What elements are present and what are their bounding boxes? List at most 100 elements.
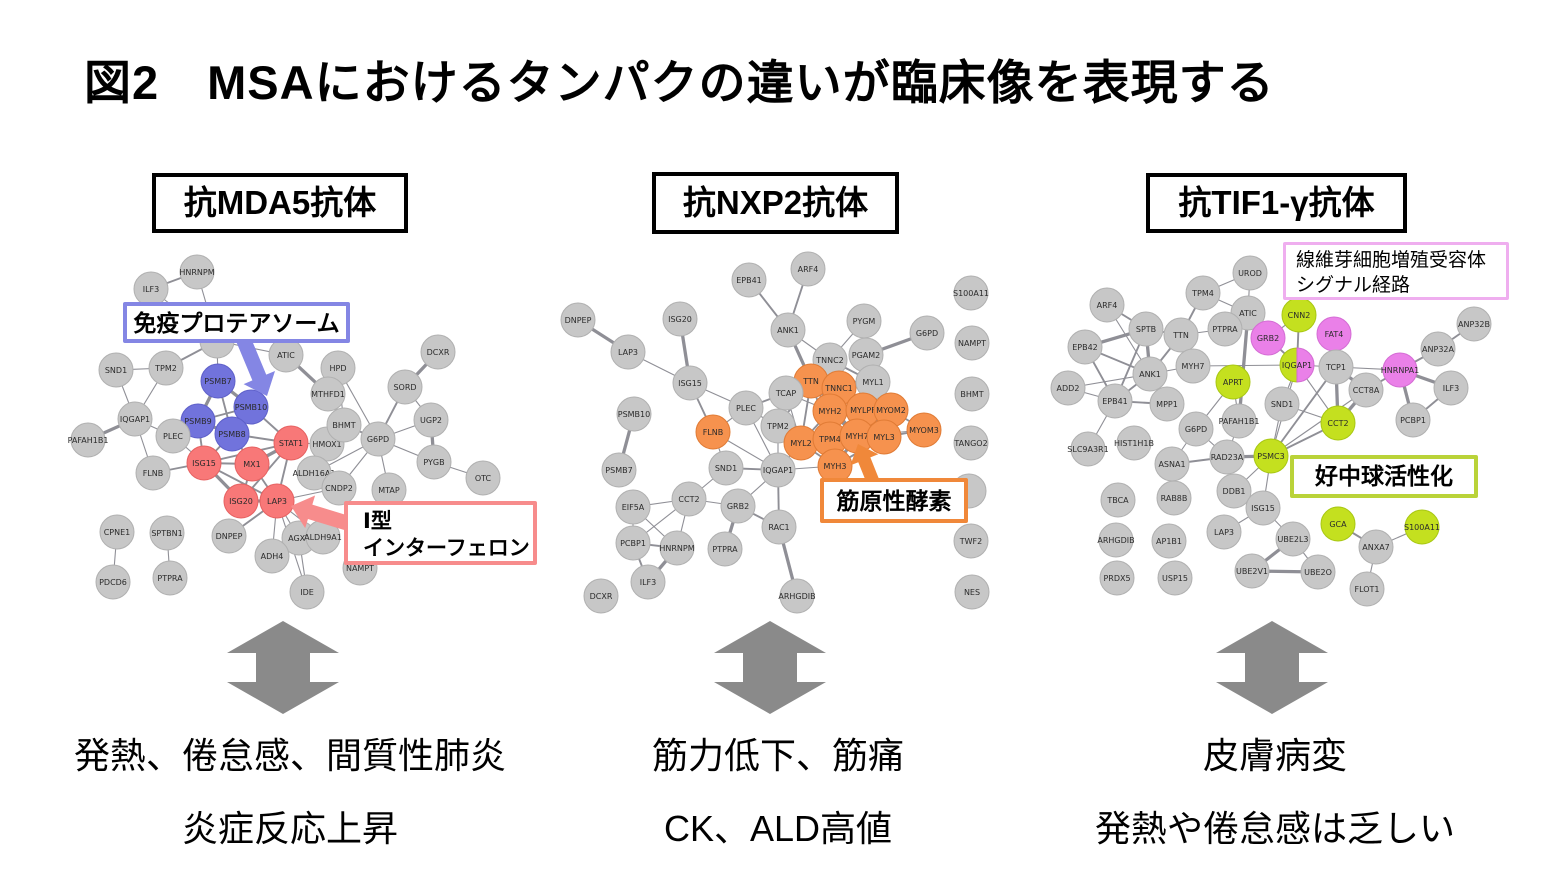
- network-node: [234, 446, 270, 482]
- node-label: TPM4: [818, 435, 841, 444]
- annotation-text: 筋原性酵素: [836, 488, 952, 514]
- network-node: [200, 363, 236, 399]
- node-label: PSMC3: [1257, 452, 1284, 461]
- node-label: MYL2: [790, 439, 811, 448]
- network-node: [1296, 347, 1315, 383]
- network-node: [906, 412, 942, 448]
- node-label: TPM2: [154, 364, 177, 373]
- network-node: [659, 530, 695, 566]
- node-label: HNRNPM: [659, 544, 694, 553]
- node-label: EPB42: [1072, 343, 1098, 352]
- node-label: MYOM2: [876, 406, 906, 415]
- network-node: [1156, 480, 1192, 516]
- node-label: TBCA: [1106, 496, 1129, 505]
- network-node: [1070, 431, 1106, 467]
- node-label: LAP3: [1214, 528, 1234, 537]
- node-label: PYGB: [423, 458, 444, 467]
- node-label: NES: [964, 588, 980, 597]
- node-label: MX1: [243, 460, 260, 469]
- network-node: [707, 531, 743, 567]
- network-node: [214, 416, 250, 452]
- node-label: MTAP: [378, 486, 400, 495]
- network-node: [954, 376, 990, 412]
- network-node: [672, 365, 708, 401]
- node-label: HNRNPA1: [1381, 366, 1419, 375]
- node-label: RAB8B: [1161, 494, 1188, 503]
- network-node: [1456, 306, 1492, 342]
- network-node: [779, 578, 815, 614]
- network-node: [1234, 553, 1270, 589]
- node-label: TCP1: [1325, 363, 1346, 372]
- node-label: CCT2: [678, 495, 699, 504]
- node-label: CCT8A: [1353, 386, 1380, 395]
- node-label: PYGM: [853, 317, 876, 326]
- network-node: [1348, 372, 1384, 408]
- network-node: [310, 376, 346, 412]
- panel-header-mda5: 抗MDA5抗体: [152, 173, 408, 233]
- network-node: [1433, 370, 1469, 406]
- node-label: PSMB9: [184, 417, 211, 426]
- network-node: [1221, 403, 1257, 439]
- node-label: MTHFD1: [311, 390, 345, 399]
- network-node: [1207, 311, 1243, 347]
- node-label: SPTB: [1136, 325, 1156, 334]
- network-node: [1264, 386, 1300, 422]
- node-label: G6PD: [1185, 425, 1207, 434]
- node-label: ARHGDIB: [778, 592, 815, 601]
- node-label: IQGAP1: [120, 415, 150, 424]
- network-node: [259, 483, 295, 519]
- network-node: [953, 523, 989, 559]
- network-node: [420, 334, 456, 370]
- network-node: [1279, 347, 1298, 383]
- node-label: MYH2: [819, 407, 842, 416]
- node-label: IQGAP1: [1282, 361, 1312, 370]
- network-node: [1300, 554, 1336, 590]
- node-label: PLEC: [163, 432, 183, 441]
- network-node: [728, 390, 764, 426]
- node-label: ALDH9A1: [304, 533, 342, 542]
- outcome-mda5-line2: 炎症反応上昇: [181, 808, 398, 849]
- annotation-fgf-receptor-signaling: 線維芽細胞増殖受容体 シグナル経路: [1283, 242, 1509, 300]
- network-node: [1163, 317, 1199, 353]
- node-label: UGP2: [420, 416, 442, 425]
- node-label: SND1: [105, 366, 127, 375]
- network-node: [223, 483, 259, 519]
- node-label: ANXA7: [1362, 543, 1390, 552]
- node-label: EPB41: [1102, 397, 1128, 406]
- annotation-neutrophil-activation: 好中球活性化: [1290, 455, 1478, 498]
- annotation-text: 免疫プロテアソーム: [133, 310, 340, 336]
- node-label: TCAP: [775, 389, 796, 398]
- network-node: [616, 396, 652, 432]
- node-label: SORD: [393, 383, 416, 392]
- node-label: TWF2: [959, 537, 983, 546]
- node-label: ISG20: [229, 497, 253, 506]
- network-node: [1067, 329, 1103, 365]
- node-label: MYLPF: [850, 406, 876, 415]
- node-label: NAMPT: [346, 564, 374, 573]
- node-label: BHMT: [332, 421, 355, 430]
- node-label: ISG15: [1251, 504, 1275, 513]
- node-label: PGAM2: [852, 351, 881, 360]
- panel-header-tif1g: 抗TIF1-γ抗体: [1146, 173, 1407, 233]
- node-label: S100A11: [953, 289, 989, 298]
- node-label: DCXR: [590, 592, 613, 601]
- network-node: [149, 515, 185, 551]
- node-label: PSMB10: [235, 403, 267, 412]
- network-node: [465, 460, 501, 496]
- node-label: LAP3: [267, 497, 287, 506]
- network-node: [152, 560, 188, 596]
- node-label: HPD: [330, 364, 347, 373]
- network-node: [321, 470, 357, 506]
- node-label: ILF3: [1443, 384, 1460, 393]
- node-label: DCXR: [427, 348, 450, 357]
- node-label: MPP1: [1156, 400, 1178, 409]
- annotation-type1-interferon: Ⅰ型 インターフェロン: [344, 501, 537, 565]
- node-label: PAFAH1B1: [68, 436, 109, 445]
- node-label: ISG15: [192, 459, 216, 468]
- node-label: IDE: [300, 588, 314, 597]
- node-label: ANP32B: [1458, 320, 1490, 329]
- network-node: [954, 574, 990, 610]
- node-label: GRB2: [1257, 334, 1279, 343]
- network-node: [1178, 411, 1214, 447]
